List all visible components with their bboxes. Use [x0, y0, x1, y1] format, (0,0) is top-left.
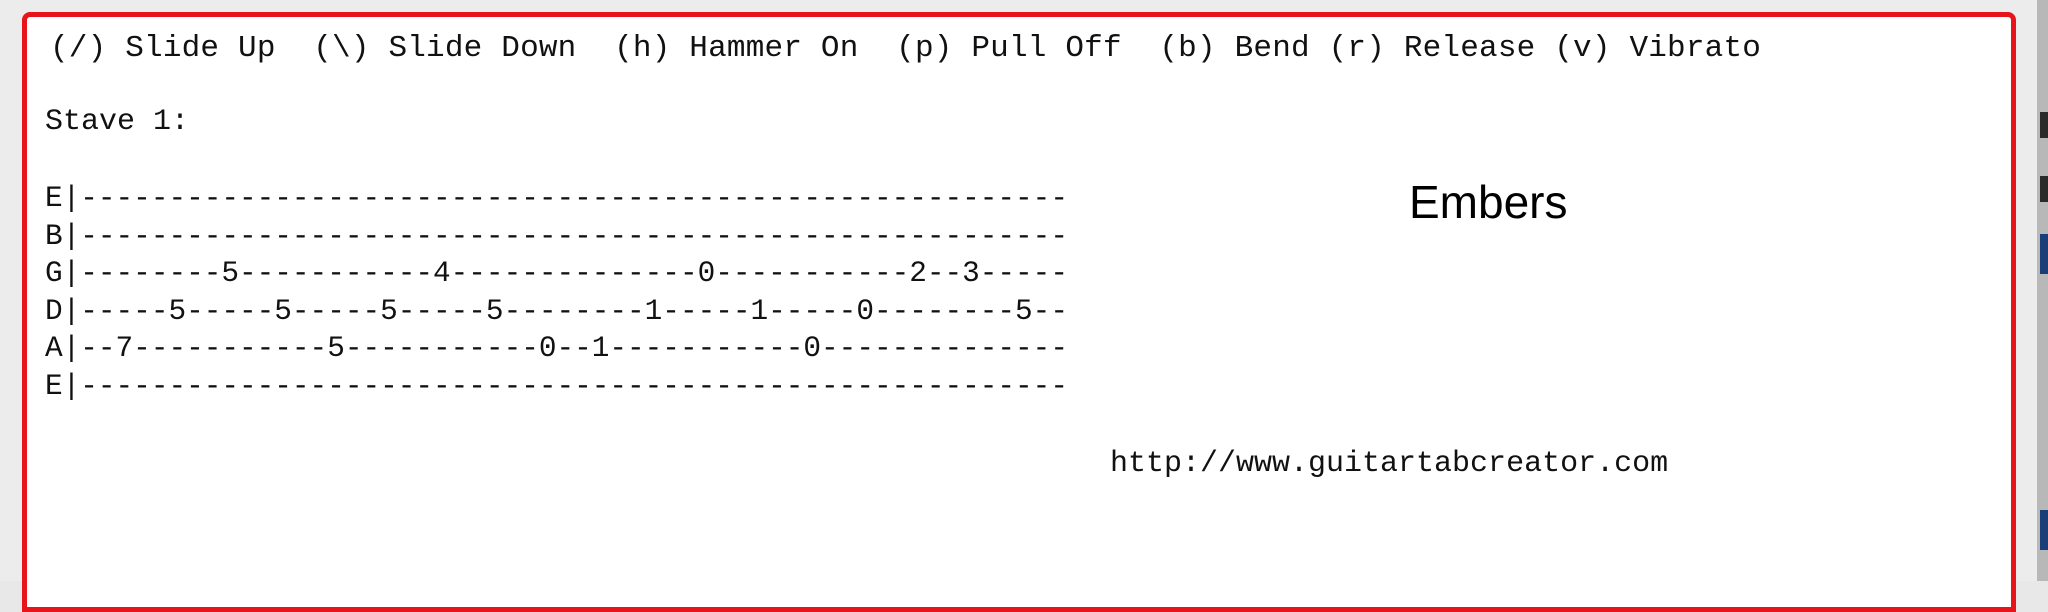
tab-string-d: D|-----5-----5-----5-----5--------1-----…	[45, 294, 1068, 328]
website-url: http://www.guitartabcreator.com	[1110, 447, 1669, 481]
tab-string-high-e: E|--------------------------------------…	[45, 182, 1068, 215]
tab-string-b: B|--------------------------------------…	[45, 219, 1068, 253]
toolbar-marker	[2040, 176, 2048, 202]
tab-string-g: G|--------5-----------4--------------0--…	[45, 257, 1068, 290]
side-toolbar-edge	[2037, 0, 2048, 581]
song-title: Embers	[1409, 176, 1568, 228]
tab-display-panel: (/) Slide Up (\) Slide Down (h) Hammer O…	[22, 12, 2016, 612]
toolbar-marker	[2040, 112, 2048, 138]
tab-string-low-e: E|--------------------------------------…	[45, 369, 1068, 403]
toolbar-button-edge[interactable]	[2040, 510, 2048, 550]
app-window: (/) Slide Up (\) Slide Down (h) Hammer O…	[22, 0, 2048, 612]
toolbar-button-edge[interactable]	[2040, 234, 2048, 274]
guitar-tab-staff: E|--------------------------------------…	[45, 180, 1068, 405]
stave-label: Stave 1:	[45, 105, 190, 139]
tab-string-a: A|--7-----------5-----------0--1--------…	[45, 332, 1068, 365]
technique-legend: (/) Slide Up (\) Slide Down (h) Hammer O…	[50, 31, 1762, 66]
